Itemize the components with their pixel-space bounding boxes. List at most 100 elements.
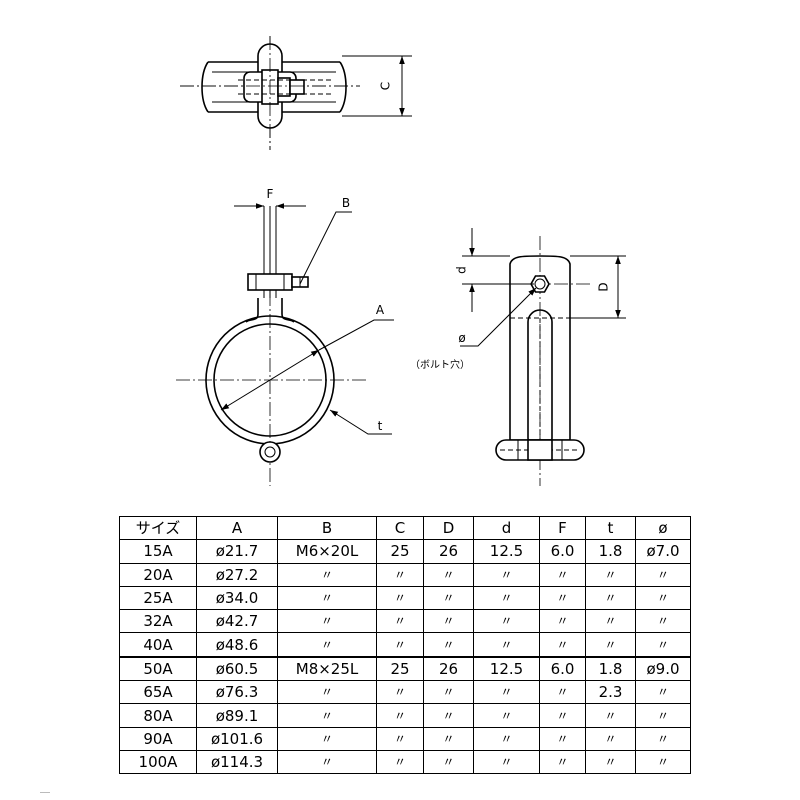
col-header-t: t <box>585 515 636 541</box>
col-header-d-small: d <box>473 515 540 541</box>
table-cell: 〃 <box>473 680 540 705</box>
col-header-d-large: D <box>423 515 474 541</box>
table-cell: 〃 <box>423 749 474 775</box>
table-cell: 〃 <box>585 703 636 728</box>
table-cell: ø9.0 <box>635 655 691 682</box>
table-cell: ø89.1 <box>196 703 278 728</box>
table-cell: 40A <box>119 632 197 658</box>
table-cell: 〃 <box>539 585 586 611</box>
col-header-f: F <box>539 515 586 541</box>
label-phi: ø <box>458 331 465 345</box>
table-cell: 90A <box>119 726 197 751</box>
table-cell: 〃 <box>376 680 424 705</box>
table-cell: M6×20L <box>277 539 377 564</box>
table-cell: 〃 <box>585 609 636 634</box>
table-cell: 〃 <box>277 749 377 775</box>
col-header-b: B <box>277 515 377 541</box>
label-d-small: d <box>455 266 469 274</box>
table-cell: 〃 <box>473 726 540 751</box>
table-cell: ø42.7 <box>196 609 278 634</box>
table-cell: 1.8 <box>585 655 636 682</box>
table-cell: 80A <box>119 703 197 728</box>
table-cell: 〃 <box>539 609 586 634</box>
table-cell: 26 <box>423 539 474 564</box>
table-cell: 〃 <box>585 749 636 775</box>
table-cell: 15A <box>119 539 197 564</box>
table-cell: 〃 <box>539 749 586 775</box>
table-cell: 〃 <box>277 562 377 587</box>
table-cell: 〃 <box>635 632 691 658</box>
table-cell: 〃 <box>376 562 424 587</box>
table-cell: 25 <box>376 655 424 682</box>
table-cell: 20A <box>119 562 197 587</box>
table-cell: ø34.0 <box>196 585 278 611</box>
table-cell: ø48.6 <box>196 632 278 658</box>
table-cell: 〃 <box>277 632 377 658</box>
table-cell: 〃 <box>539 726 586 751</box>
table-cell: 〃 <box>423 632 474 658</box>
table-cell: 〃 <box>473 703 540 728</box>
label-bolt-hole: （ボルト穴） <box>410 358 470 371</box>
table-cell: 65A <box>119 680 197 705</box>
table-cell: 〃 <box>423 585 474 611</box>
table-cell: 〃 <box>539 632 586 658</box>
table-cell: 12.5 <box>473 539 540 564</box>
table-cell: 〃 <box>539 703 586 728</box>
table-cell: 〃 <box>277 726 377 751</box>
table-cell: 〃 <box>473 632 540 658</box>
table-cell: 〃 <box>376 703 424 728</box>
table-cell: 〃 <box>585 726 636 751</box>
label-c: C <box>379 82 393 90</box>
table-cell: 12.5 <box>473 655 540 682</box>
table-cell: 50A <box>119 655 197 682</box>
table-cell: 〃 <box>376 585 424 611</box>
table-cell: 〃 <box>635 726 691 751</box>
table-cell: 〃 <box>539 562 586 587</box>
front-view: F B A t <box>176 187 394 486</box>
table-cell: 〃 <box>277 609 377 634</box>
table-cell: 〃 <box>585 632 636 658</box>
table-cell: 〃 <box>376 726 424 751</box>
label-f: F <box>267 187 274 201</box>
table-cell: M8×25L <box>277 655 377 682</box>
top-view: C <box>180 36 412 150</box>
table-cell: 〃 <box>473 609 540 634</box>
table-cell: 〃 <box>635 609 691 634</box>
table-cell: 2.3 <box>585 680 636 705</box>
table-cell: 〃 <box>376 632 424 658</box>
table-cell: 32A <box>119 609 197 634</box>
table-cell: 〃 <box>277 680 377 705</box>
col-header-a: A <box>196 515 278 541</box>
table-cell: ø7.0 <box>635 539 691 564</box>
col-header-c: C <box>376 515 424 541</box>
table-cell: 〃 <box>376 609 424 634</box>
technical-drawing: C F B A t <box>176 36 626 486</box>
table-cell: 〃 <box>277 703 377 728</box>
table-cell: 〃 <box>473 749 540 775</box>
table-cell: 25A <box>119 585 197 611</box>
table-cell: ø101.6 <box>196 726 278 751</box>
footer-mark <box>40 792 50 793</box>
table-cell: 〃 <box>473 562 540 587</box>
table-cell: 〃 <box>635 585 691 611</box>
table-cell: 〃 <box>423 726 474 751</box>
col-header-phi: ø <box>635 515 691 541</box>
table-cell: 〃 <box>473 585 540 611</box>
table-cell: 〃 <box>635 562 691 587</box>
table-cell: 〃 <box>635 680 691 705</box>
table-cell: 〃 <box>585 585 636 611</box>
table-cell: ø114.3 <box>196 749 278 775</box>
table-cell: 〃 <box>423 609 474 634</box>
label-b: B <box>342 196 350 210</box>
table-cell: 6.0 <box>539 655 586 682</box>
table-cell: 100A <box>119 749 197 775</box>
label-d-large: D <box>597 282 611 291</box>
